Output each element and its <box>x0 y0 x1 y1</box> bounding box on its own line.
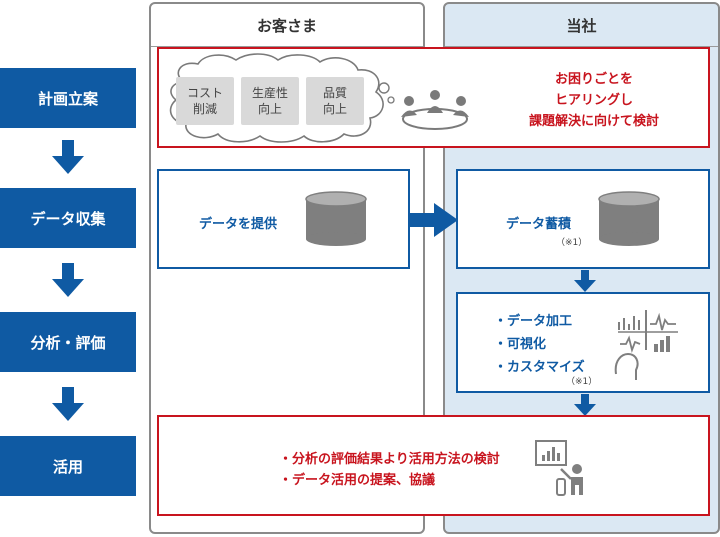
customer-column-divider <box>151 46 423 47</box>
presenter-icon <box>535 440 583 496</box>
data-provide-box: データを提供 <box>157 169 410 269</box>
data-provide-label: データを提供 <box>199 217 278 232</box>
step-analysis: 分析・評価 <box>0 312 136 372</box>
company-column-divider <box>445 46 718 47</box>
arrow-down-icon <box>52 387 84 421</box>
utilization-box: ・分析の評価結果より活用方法の検討 ・データ活用の提案、協議 <box>157 415 710 516</box>
arrow-right-icon <box>410 203 458 237</box>
planning-text-line-2: ヒアリングし <box>554 93 633 108</box>
cloud-item-cost-label: コスト 削減 <box>186 86 223 116</box>
arrow-down-icon <box>574 270 596 292</box>
cloud-item-productivity: 生産性 向上 <box>241 77 299 125</box>
step-planning: 計画立案 <box>0 68 136 128</box>
analysis-item-processing: ・データ加工 <box>494 314 573 329</box>
cloud-item-cost: コスト 削減 <box>176 77 234 125</box>
meeting-icon <box>401 90 469 130</box>
customer-column-title: お客さま <box>256 16 317 35</box>
database-icon <box>305 191 367 246</box>
analysis-item-customize: ・カスタマイズ <box>494 360 585 375</box>
planning-text-line-3: 課題解決に向けて検討 <box>528 114 659 129</box>
planning-text-line-1: お困りごとを <box>554 72 633 87</box>
planning-box: コスト 削減 生産性 向上 品質 向上 お困りごとを ヒアリングし 課題解決に向… <box>157 47 710 148</box>
analysis-item-visualization: ・可視化 <box>494 337 547 352</box>
company-column-title: 当社 <box>566 16 597 35</box>
utilization-item-proposal: ・データ活用の提案、協議 <box>279 473 436 488</box>
step-data-collection: データ収集 <box>0 188 136 248</box>
analysis-list: ・データ加工 ・可視化 ・カスタマイズ <box>494 310 585 379</box>
cloud-item-quality-label: 品質 向上 <box>322 86 347 116</box>
analysis-box: ・データ加工 ・可視化 ・カスタマイズ （※1） <box>456 292 710 393</box>
utilization-list: ・分析の評価結果より活用方法の検討 ・データ活用の提案、協議 <box>279 449 500 491</box>
planning-text: お困りごとを ヒアリングし 課題解決に向けて検討 <box>489 69 699 132</box>
utilization-item-evaluation: ・分析の評価結果より活用方法の検討 <box>279 452 500 467</box>
cloud-item-productivity-label: 生産性 向上 <box>251 86 288 116</box>
analysis-note: （※1） <box>566 377 598 387</box>
waveform-chart-icon <box>614 310 678 380</box>
cloud-item-quality: 品質 向上 <box>306 77 364 125</box>
arrow-down-icon <box>52 263 84 297</box>
arrow-down-icon <box>52 140 84 174</box>
arrow-down-icon <box>574 394 596 416</box>
data-storage-box: データ蓄積 （※1） <box>456 169 710 269</box>
data-storage-note: （※1） <box>556 238 588 248</box>
data-storage-label: データ蓄積 <box>506 217 572 232</box>
database-icon <box>598 191 660 246</box>
step-utilization: 活用 <box>0 436 136 496</box>
